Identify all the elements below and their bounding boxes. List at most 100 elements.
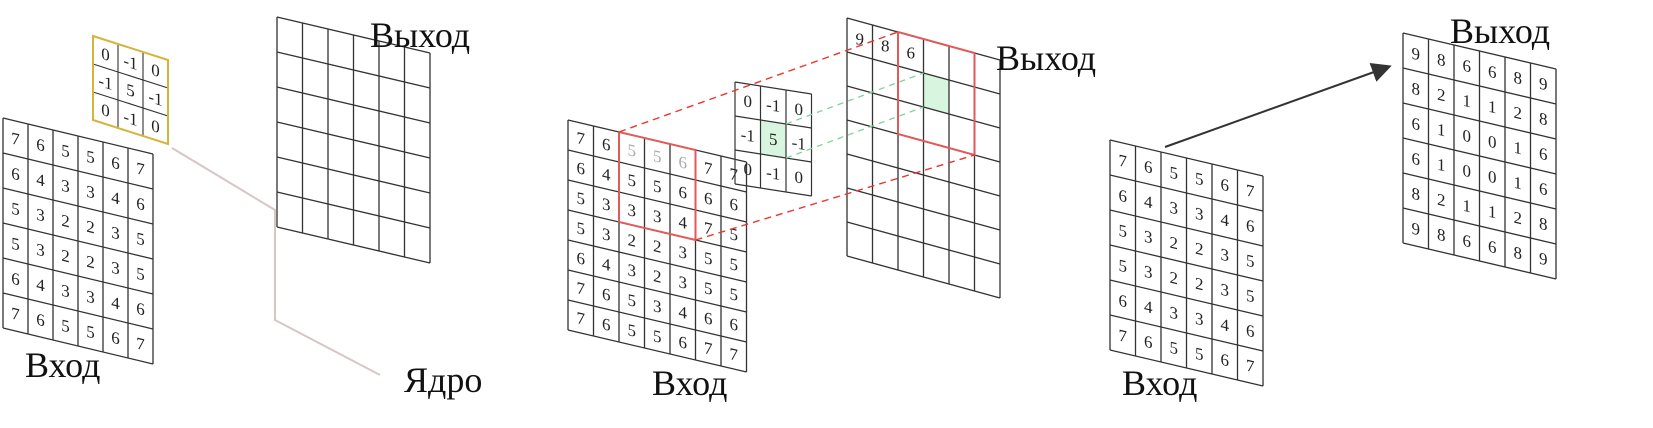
cell-value: 2 — [1195, 274, 1203, 295]
cell-value: 8 — [1412, 184, 1420, 205]
cell-value: 7 — [730, 344, 739, 365]
cell-value: 6 — [704, 308, 713, 329]
cell-value: 6 — [577, 158, 586, 179]
cell-value: 5 — [1170, 338, 1178, 359]
cell-value: 2 — [1514, 103, 1522, 124]
grid-line — [734, 81, 812, 95]
cell-value: 0 — [1463, 161, 1471, 182]
cell-value: 7 — [577, 308, 586, 329]
cell-value: 5 — [653, 146, 661, 167]
cell-value: 5 — [730, 284, 738, 305]
cell-value: 2 — [1437, 190, 1445, 211]
cell-value: 3 — [1221, 245, 1229, 266]
cell-value: 5 — [126, 79, 135, 101]
cell-value: 5 — [628, 170, 636, 191]
cell-value: 3 — [1221, 280, 1229, 301]
cell-value: 6 — [577, 248, 586, 269]
output-value: 6 — [907, 44, 916, 63]
cell-value: 5 — [577, 218, 585, 239]
cell-value: 6 — [111, 328, 120, 349]
grid-line — [92, 91, 169, 117]
output-grid — [276, 16, 431, 264]
cell-value: 5 — [704, 248, 712, 269]
cell-value: 3 — [61, 281, 70, 302]
cell-value: 5 — [1119, 256, 1127, 277]
cell-value: 6 — [704, 188, 713, 209]
cell-value: 6 — [11, 269, 20, 290]
cell-value: 2 — [653, 236, 661, 257]
cell-value: 3 — [1195, 309, 1203, 330]
cell-value: 2 — [1437, 85, 1445, 106]
cell-value: 5 — [769, 129, 777, 149]
cell-value: 7 — [11, 304, 20, 325]
cell-value: 3 — [1170, 303, 1178, 324]
cell-value: 3 — [1195, 204, 1203, 225]
cell-value: 6 — [36, 135, 45, 156]
cell-value: 2 — [653, 266, 661, 287]
cell-value: 5 — [136, 229, 145, 250]
cell-value: 6 — [679, 332, 688, 353]
grid-line — [567, 329, 747, 373]
cell-value: 0 — [1463, 126, 1471, 147]
kernel-projection-dash — [785, 72, 924, 125]
cell-value: 1 — [1514, 173, 1522, 194]
cell-value: 5 — [1195, 169, 1203, 190]
cell-value: 6 — [1539, 179, 1548, 200]
input-grid — [1109, 139, 1264, 387]
cell-value: 5 — [628, 320, 636, 341]
cell-value: 2 — [61, 246, 70, 267]
cell-value: 8 — [1437, 225, 1445, 246]
cell-value: 3 — [628, 200, 636, 221]
cell-value: 6 — [602, 134, 611, 155]
cell-value: 0 — [744, 159, 752, 179]
cell-value: 3 — [653, 296, 661, 317]
cell-value: 7 — [704, 218, 713, 239]
cell-value: 6 — [1246, 321, 1255, 342]
cell-value: 6 — [1539, 144, 1548, 165]
cell-value: 6 — [136, 194, 145, 215]
cell-value: 1 — [1488, 97, 1496, 118]
cell-value: 5 — [653, 326, 661, 347]
cell-value: 5 — [1195, 344, 1203, 365]
cell-value: 7 — [136, 159, 145, 180]
input-label: Вход — [1122, 363, 1197, 403]
cell-value: 4 — [1144, 192, 1153, 213]
cell-value: 0 — [151, 59, 160, 81]
cell-value: 6 — [1412, 114, 1421, 135]
cell-value: 3 — [653, 206, 661, 227]
cell-value: 5 — [577, 188, 585, 209]
cell-value: 2 — [61, 211, 70, 232]
grid-line — [567, 299, 747, 343]
cell-value: 4 — [602, 164, 611, 185]
cell-value: 2 — [1170, 233, 1178, 254]
cell-value: 0 — [744, 91, 752, 111]
cell-value: 2 — [86, 252, 95, 273]
grid-line — [567, 179, 747, 223]
cell-value: 3 — [61, 176, 70, 197]
output-label: Выход — [1450, 11, 1550, 51]
grid-line — [567, 269, 747, 313]
cell-value: 6 — [1412, 149, 1421, 170]
cell-value: 4 — [679, 302, 688, 323]
cell-value: 5 — [11, 199, 20, 220]
cell-value: 6 — [136, 299, 145, 320]
cell-value: 7 — [1119, 151, 1128, 172]
cell-value: 3 — [602, 194, 610, 215]
grid-line — [567, 149, 747, 193]
cell-value: 7 — [136, 334, 145, 355]
cell-value: 7 — [577, 278, 586, 299]
cell-value: 6 — [602, 284, 611, 305]
grid-line — [92, 63, 169, 89]
cell-value: 7 — [577, 128, 586, 149]
input-label: Вход — [652, 363, 727, 403]
cell-value: 4 — [36, 170, 45, 191]
cell-value: 0 — [795, 99, 803, 119]
cell-value: 5 — [628, 140, 636, 161]
cell-value: 4 — [679, 212, 688, 233]
cell-value: -1 — [123, 106, 137, 130]
output-grid — [846, 17, 1001, 299]
